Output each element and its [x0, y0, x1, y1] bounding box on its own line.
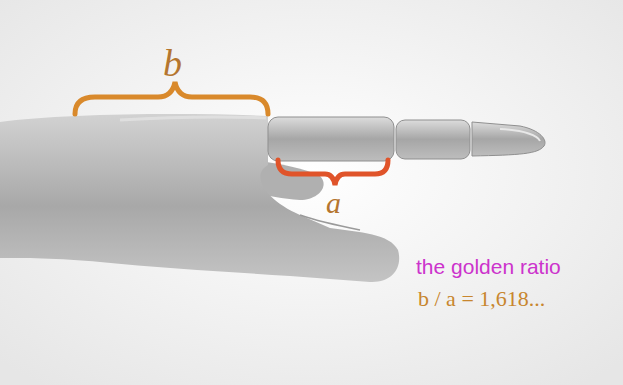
highlight	[120, 117, 266, 120]
title-note: the golden ratio	[416, 256, 561, 277]
middle-phalanx	[268, 117, 394, 161]
brace-a	[278, 160, 388, 185]
brace-b	[75, 82, 268, 114]
formula-label: b / a = 1,618...	[418, 288, 545, 310]
finger-tip	[472, 122, 545, 156]
fingernail	[500, 129, 540, 141]
hand-palm	[0, 114, 399, 282]
dimension-label: b	[163, 44, 182, 82]
distal-phalanx	[396, 120, 470, 159]
dimension-label: a	[326, 188, 341, 218]
